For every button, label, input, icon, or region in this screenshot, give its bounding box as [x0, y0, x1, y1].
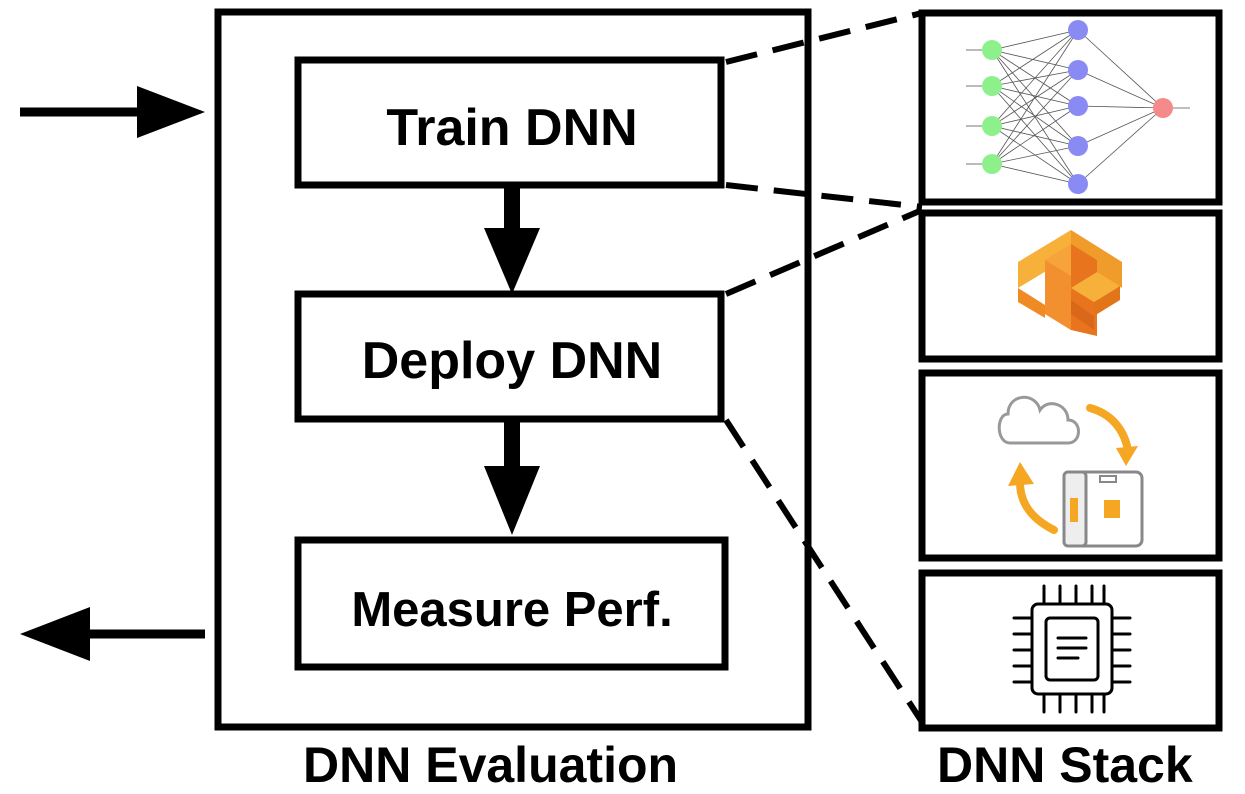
nn-hidden-node — [1068, 60, 1088, 80]
deploy-dnn-box — [294, 290, 725, 423]
nn-edge — [991, 163, 1079, 185]
nn-edge — [991, 125, 1079, 147]
nn-hidden-node — [1068, 20, 1088, 40]
cloud-edge-sync-icon — [997, 395, 1144, 548]
nn-input-node — [982, 154, 1002, 174]
nn-edge — [991, 69, 1079, 165]
nn-edge — [1077, 107, 1164, 185]
measure-perf-label: Measure Perf. — [351, 583, 672, 637]
train-dnn-box — [294, 56, 725, 189]
nn-edge — [991, 85, 1079, 107]
nn-edge — [991, 105, 1079, 165]
nn-input-node — [982, 116, 1002, 136]
nn-edge — [1077, 107, 1164, 147]
neural-network-icon — [966, 20, 1190, 194]
train-dnn-label: Train DNN — [386, 99, 637, 157]
flow-arrow-train-to-deploy — [484, 188, 540, 294]
nn-edge — [991, 29, 1079, 127]
nn-edge — [991, 105, 1079, 127]
connector-train-top — [725, 10, 923, 65]
output-arrow — [20, 607, 205, 661]
evaluation-container — [214, 8, 812, 731]
tensorflow-logo — [1018, 230, 1122, 336]
nn-input-node — [982, 76, 1002, 96]
nn-edge — [991, 29, 1079, 87]
measure-perf-box — [294, 536, 729, 671]
dashed-connectors — [723, 10, 925, 724]
nn-hidden-node — [1068, 174, 1088, 194]
nn-edge — [991, 29, 1079, 51]
nn-hidden-node — [1068, 96, 1088, 116]
nn-output-node — [1153, 98, 1173, 118]
evaluation-caption: DNN Evaluation — [303, 737, 679, 793]
deploy-dnn-label: Deploy DNN — [362, 332, 662, 390]
connector-deploy-bottom — [723, 418, 925, 724]
nn-edge — [991, 145, 1079, 165]
stack-caption: DNN Stack — [937, 737, 1193, 793]
chip-icon — [1012, 584, 1132, 714]
nn-input-node — [982, 40, 1002, 60]
connector-train-bottom — [725, 182, 923, 210]
nn-edge — [991, 69, 1079, 127]
nn-hidden-node — [1068, 136, 1088, 156]
nn-edge — [1077, 69, 1164, 109]
nn-edge — [991, 49, 1079, 71]
nn-edge — [991, 29, 1079, 165]
nn-edge — [1077, 105, 1164, 109]
nn-edge — [1077, 29, 1164, 109]
flow-arrow-deploy-to-measure — [484, 422, 540, 535]
stack-layer-hardware — [918, 569, 1223, 732]
input-arrow — [20, 86, 205, 138]
connector-deploy-top — [724, 207, 924, 297]
